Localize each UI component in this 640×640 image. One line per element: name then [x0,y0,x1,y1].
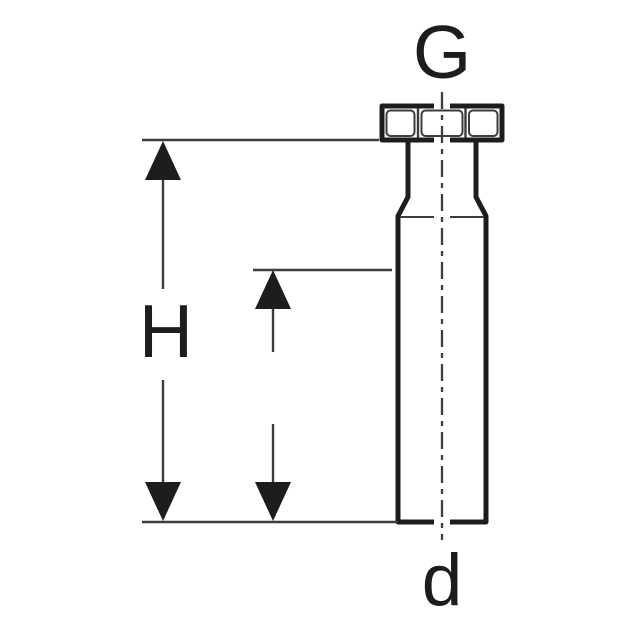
arrow-up-h [145,141,181,180]
nut-facet-left [385,109,416,137]
part-outline [379,103,505,525]
height-label-h: H [139,289,193,373]
dimension-arrows [145,141,291,521]
diameter-label-d: d [422,540,463,621]
arrow-up-inner [255,270,291,309]
nut-facet-right [468,109,499,137]
dimension-lines [142,138,398,524]
nut-facet-middle [420,109,464,137]
nut-face-dividers [416,108,467,138]
thread-label-g: G [413,10,471,94]
arrow-down-h [145,482,181,521]
arrow-down-inner [255,482,291,521]
dimension-labels: G H d [139,10,471,621]
pipe-body-outline [395,140,489,525]
part-details [385,108,499,218]
